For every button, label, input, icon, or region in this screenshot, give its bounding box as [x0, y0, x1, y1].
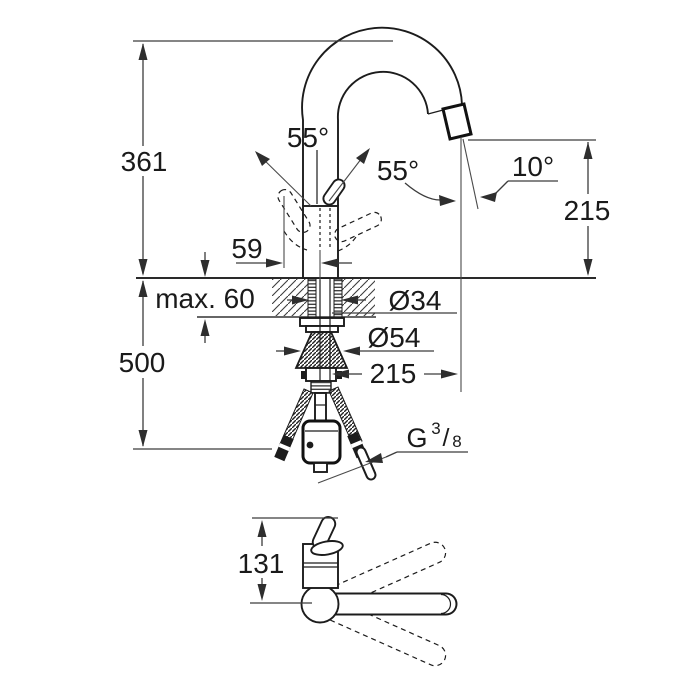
mounting-cone [294, 331, 349, 369]
pullout-hose [314, 392, 327, 422]
label-hose-length: 500 [119, 347, 166, 378]
dim-outlet-angle: 10° [462, 138, 558, 210]
label-thread-den: 8 [452, 432, 461, 451]
hose-fitting-left [274, 434, 294, 462]
spout-inner-arc [337, 71, 429, 206]
dim-spout-reach: 215 [332, 137, 462, 392]
shank-thread-right [333, 278, 343, 319]
dim-swivel-right: 55° [377, 155, 456, 206]
spout-outer-arc [301, 26, 463, 206]
label-swivel-right: 55° [377, 155, 419, 186]
dim-base-diameter: Ø54 [276, 322, 434, 356]
label-thread-num: 3 [431, 419, 440, 438]
dim-outlet-height: 215 [468, 139, 611, 276]
lever-knob [322, 178, 346, 206]
dim-hose-length: 500 [119, 280, 272, 450]
dim-lever-reach: 131 [238, 517, 338, 604]
hose-block-nub-left [301, 371, 306, 379]
dim-deck-thickness: max. 60 [155, 252, 255, 343]
label-outlet-angle: 10° [512, 151, 554, 182]
label-lever-offset: 59 [231, 233, 262, 264]
hose-weight-screw [306, 441, 314, 449]
label-thread-g: G [406, 423, 427, 453]
label-deck-thickness: max. 60 [155, 283, 255, 314]
dim-supply-thread: G 3 / 8 [317, 419, 468, 484]
shank-thread-left [307, 278, 317, 319]
spout-mousseur [441, 102, 473, 141]
label-outlet-height: 215 [564, 195, 611, 226]
label-spout-reach: 215 [370, 358, 417, 389]
dim-overall-height: 361 [121, 40, 393, 276]
outlet-tilt-line [462, 138, 479, 210]
spout-position-down-dashed [318, 595, 447, 667]
connector-tube [357, 448, 375, 479]
locknut [299, 317, 345, 327]
spout-position-up-dashed [318, 541, 447, 613]
lever-escutcheon-ellipse [310, 540, 344, 556]
lever-swing-arc-left [283, 230, 308, 251]
spout-endcap-line [440, 593, 452, 615]
label-lever-reach: 131 [238, 548, 285, 579]
label-overall-height: 361 [121, 146, 168, 177]
dim-swivel-left: 55° [255, 122, 370, 207]
label-thread-slash: / [443, 424, 450, 452]
lever-position-left-dashed [277, 188, 311, 234]
label-shank-diameter: Ø34 [389, 285, 442, 316]
spray-hose-coupling [310, 380, 332, 394]
dim-lever-offset: 59 [231, 196, 352, 280]
dim-shank-diameter: Ø34 [287, 285, 457, 316]
swivel-base-circle [300, 584, 340, 624]
hose-end-nub [313, 462, 328, 473]
hose-block [305, 367, 337, 382]
label-swivel-left: 55° [287, 122, 329, 153]
lever-swing-arc-right [337, 236, 357, 252]
faucet-top-view [300, 515, 458, 667]
label-base-diameter: Ø54 [368, 322, 421, 353]
supply-hose-right [328, 386, 363, 446]
